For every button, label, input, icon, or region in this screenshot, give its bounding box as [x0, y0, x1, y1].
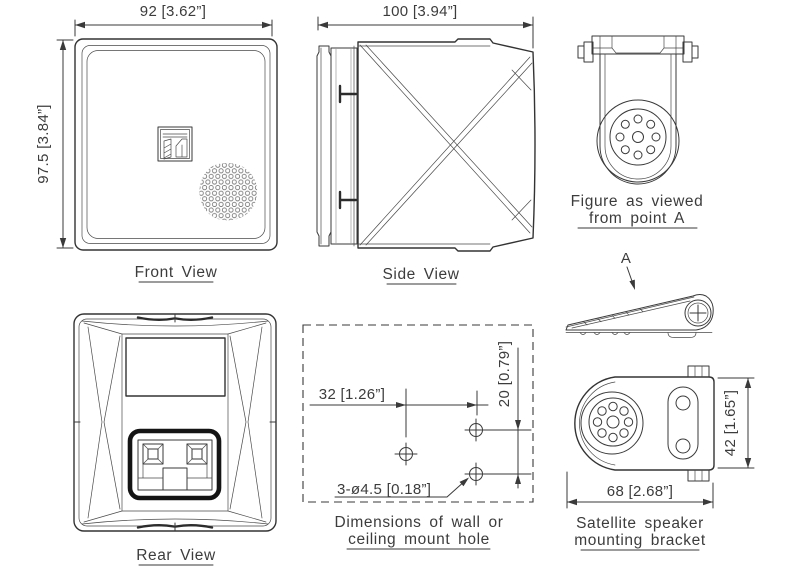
front-grille	[199, 163, 258, 221]
point-a-caption-line1: Figure as viewed	[571, 193, 704, 210]
front-logo	[157, 126, 193, 162]
side-rear-panel	[330, 45, 358, 247]
front-view-caption: Front View	[135, 264, 218, 281]
front-width-label: 92 [3.62”]	[140, 3, 206, 20]
bracket-width-dimension: 68 [2.68”]	[566, 471, 714, 509]
side-depth-label: 100 [3.94”]	[382, 3, 457, 20]
side-view: 100 [3.94”] Side View	[316, 3, 536, 285]
point-a-pointer: A	[621, 250, 635, 290]
mount-hole-horizontal-dimension: 32 [1.26”]	[309, 386, 489, 438]
side-mount-clips	[338, 84, 358, 210]
mount-hole-horizontal-label: 32 [1.26”]	[319, 386, 385, 403]
mount-hole-caption-line2: ceiling mount hole	[348, 531, 490, 548]
bracket-front	[574, 365, 715, 482]
point-a-bracket-body	[596, 53, 680, 185]
rear-view-caption: Rear View	[136, 547, 216, 564]
point-a-figure: Figure as viewed from point A	[571, 35, 704, 229]
bracket-caption-line2: mounting bracket	[574, 532, 706, 549]
rear-label-area	[125, 337, 226, 397]
mount-hole-callout-label: 3-ø4.5 [0.18”]	[337, 481, 431, 498]
side-mount-plate	[316, 45, 332, 247]
point-a-caption-line2: from point A	[589, 210, 685, 227]
front-width-dimension: 92 [3.62”]	[74, 3, 273, 37]
mount-hole-diagram: 32 [1.26”] 20 [0.79”] 3-ø4.5 [0.18”] Dim…	[302, 324, 534, 550]
bracket-wedge-profile	[565, 294, 714, 338]
bracket-height-dimension: 42 [1.65”]	[717, 377, 755, 469]
point-a-bracket-clamp	[577, 35, 699, 63]
bracket-height-label: 42 [1.65”]	[722, 390, 739, 456]
point-a-label: A	[621, 250, 631, 267]
bracket-view: A	[565, 250, 755, 551]
front-height-dimension: 97.5 [3.84”]	[35, 39, 74, 249]
mount-hole-callout: 3-ø4.5 [0.18”]	[334, 477, 469, 498]
front-view: 92 [3.62”] 97.5 [3.84”] Front View	[35, 3, 278, 283]
rear-terminal-block	[127, 428, 222, 501]
mount-hole-caption-line1: Dimensions of wall or	[335, 514, 504, 531]
rear-outline	[73, 313, 277, 532]
front-height-label: 97.5 [3.84”]	[35, 104, 52, 184]
front-outline	[74, 38, 278, 251]
side-view-caption: Side View	[382, 266, 459, 283]
bracket-caption-line1: Satellite speaker	[576, 515, 704, 532]
bracket-width-label: 68 [2.68”]	[607, 483, 673, 500]
rear-view: Rear View	[73, 313, 277, 566]
side-body	[357, 38, 536, 252]
mount-holes	[394, 418, 488, 486]
mount-hole-vertical-dimension: 20 [0.79”]	[485, 341, 532, 489]
mount-hole-vertical-label: 20 [0.79”]	[496, 341, 513, 407]
side-depth-dimension: 100 [3.94”]	[317, 3, 534, 49]
mount-hole-boundary	[302, 324, 534, 503]
